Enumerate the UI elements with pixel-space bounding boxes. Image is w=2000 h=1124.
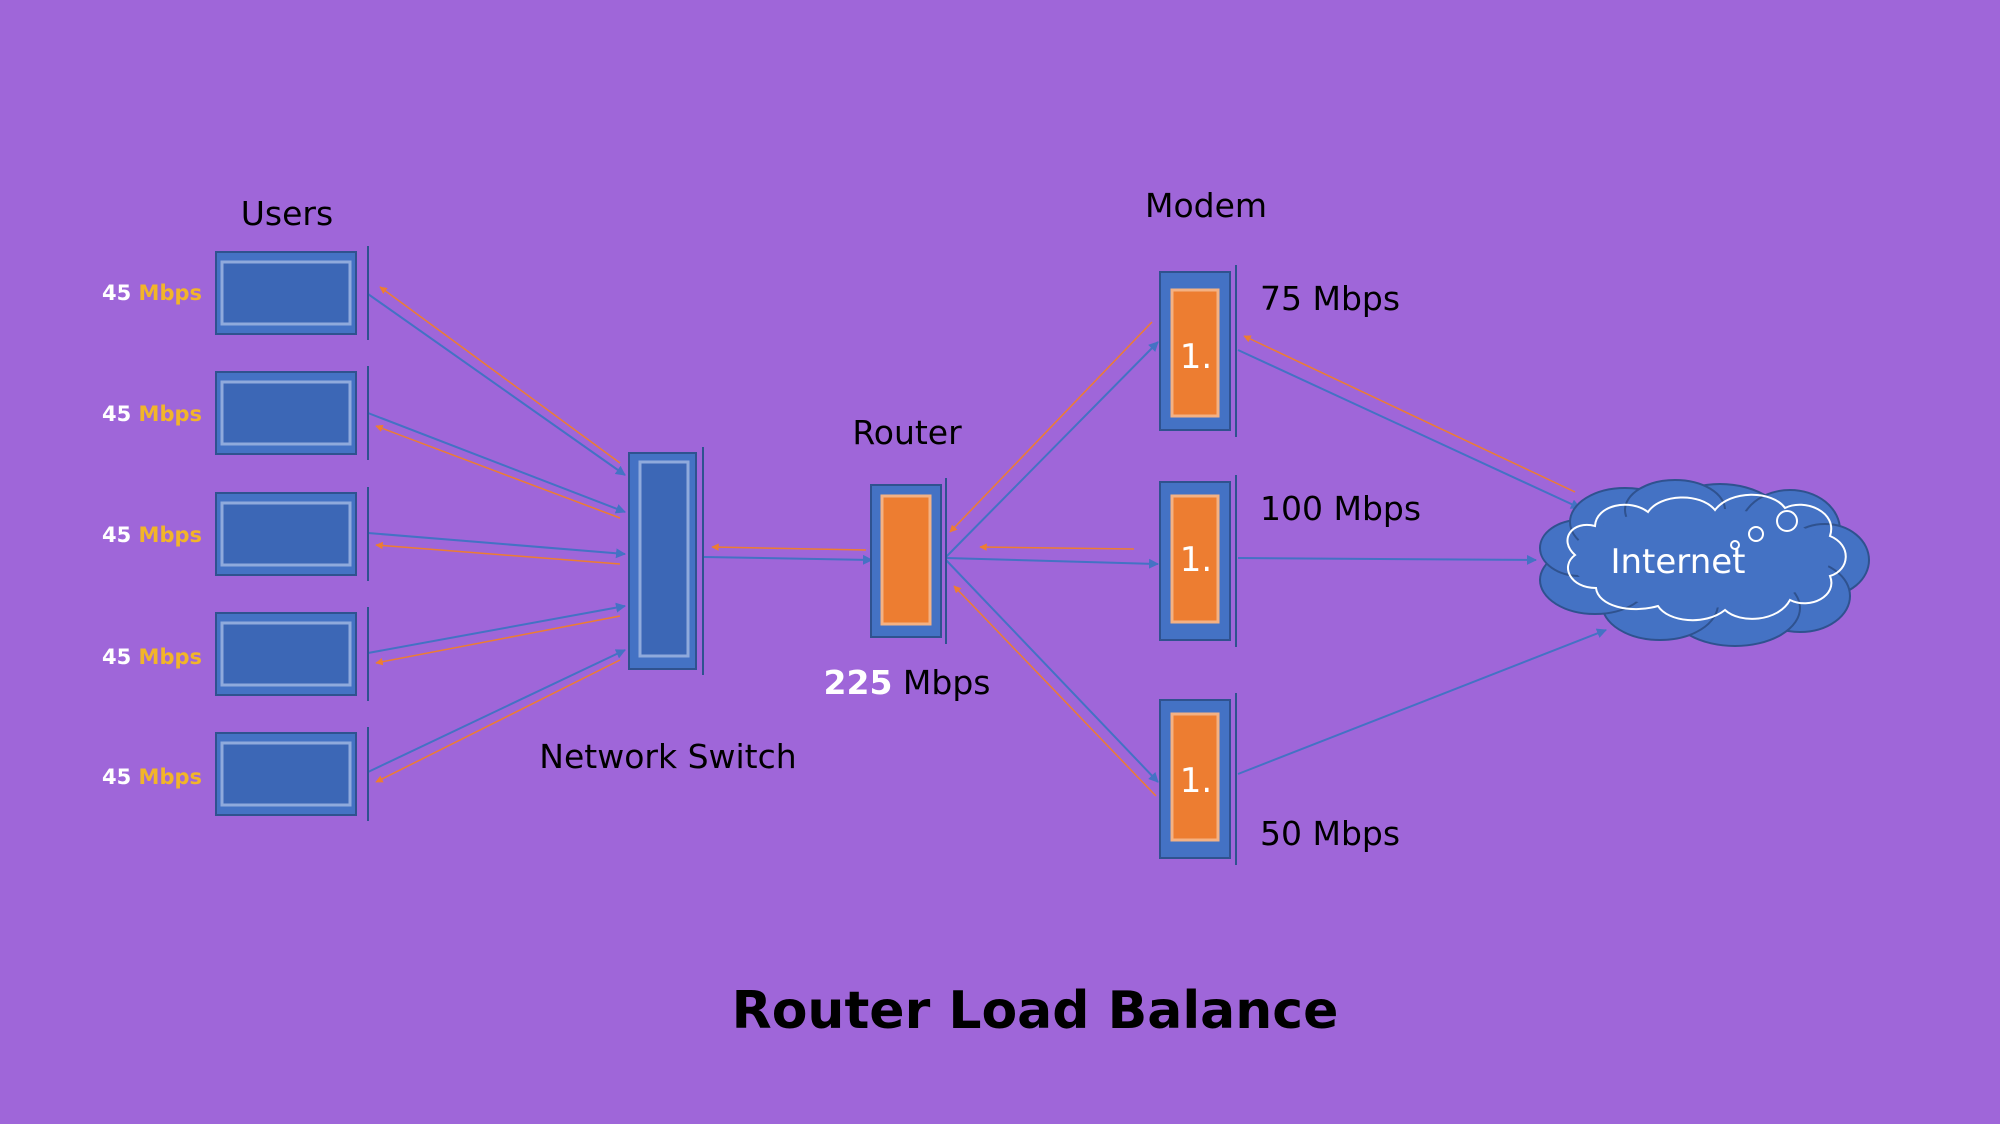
modem-number-2: 1.: [1180, 540, 1212, 580]
internet-cloud: Internet: [1539, 479, 1870, 647]
link-router-to-modem1: [945, 341, 1159, 558]
modem-rate-3: 50 Mbps: [1260, 814, 1400, 853]
network-switch-label: Network Switch: [539, 737, 796, 776]
diagram-title: Router Load Balance: [732, 981, 1339, 1041]
link-user4-to-switch: [367, 602, 626, 654]
link-switch-to-user4: [375, 615, 621, 666]
link-switch-to-user1: [379, 286, 621, 464]
modem-device-1: 1.: [1159, 265, 1237, 437]
link-modem3-to-router: [953, 585, 1157, 797]
link-router-to-modem3: [945, 559, 1159, 783]
internet-label: Internet: [1610, 542, 1745, 582]
link-switch-to-user3: [375, 541, 621, 565]
network-switch-device: [628, 447, 704, 675]
user-rate-4: 45 Mbps: [102, 645, 202, 669]
users-label: Users: [241, 194, 333, 233]
link-modem1-to-internet: [1237, 349, 1581, 509]
router-label: Router: [852, 413, 962, 452]
link-user5-to-switch: [367, 649, 626, 773]
user-rate-3: 45 Mbps: [102, 523, 202, 547]
modem-label: Modem: [1145, 186, 1267, 225]
link-switch-to-user2: [375, 424, 621, 519]
user-device-3: [215, 487, 369, 581]
link-router-to-modem2: [945, 557, 1159, 569]
modem-number-3: 1.: [1180, 761, 1212, 801]
link-modem2-to-router: [979, 543, 1135, 551]
user-rate-2: 45 Mbps: [102, 402, 202, 426]
user-rate-5: 45 Mbps: [102, 765, 202, 789]
user-device-2: [215, 366, 369, 460]
router-device: [870, 478, 947, 644]
link-user1-to-switch: [367, 293, 626, 476]
link-router-to-switch: [711, 543, 867, 551]
link-user2-to-switch: [367, 412, 626, 514]
user-rate-1: 45 Mbps: [102, 281, 202, 305]
user-device-4: [215, 607, 369, 701]
link-switch-to-router: [703, 554, 873, 565]
link-modem3-to-internet: [1237, 628, 1607, 775]
link-user3-to-switch: [367, 532, 626, 559]
user-device-5: [215, 727, 369, 821]
link-switch-to-user5: [375, 659, 621, 783]
modem-rate-1: 75 Mbps: [1260, 279, 1400, 318]
modem-device-3: 1.: [1159, 693, 1237, 865]
user-device-1: [215, 246, 369, 340]
modem-number-1: 1.: [1180, 337, 1212, 377]
link-modem2-to-internet: [1237, 554, 1537, 565]
router-rate: 225 Mbps: [824, 663, 991, 702]
connector-lines: [367, 286, 1607, 797]
link-internet-to-modem1: [1243, 335, 1576, 493]
modem-rate-2: 100 Mbps: [1260, 489, 1421, 528]
link-modem1-to-router: [949, 321, 1153, 533]
modem-device-2: 1.: [1159, 475, 1237, 647]
